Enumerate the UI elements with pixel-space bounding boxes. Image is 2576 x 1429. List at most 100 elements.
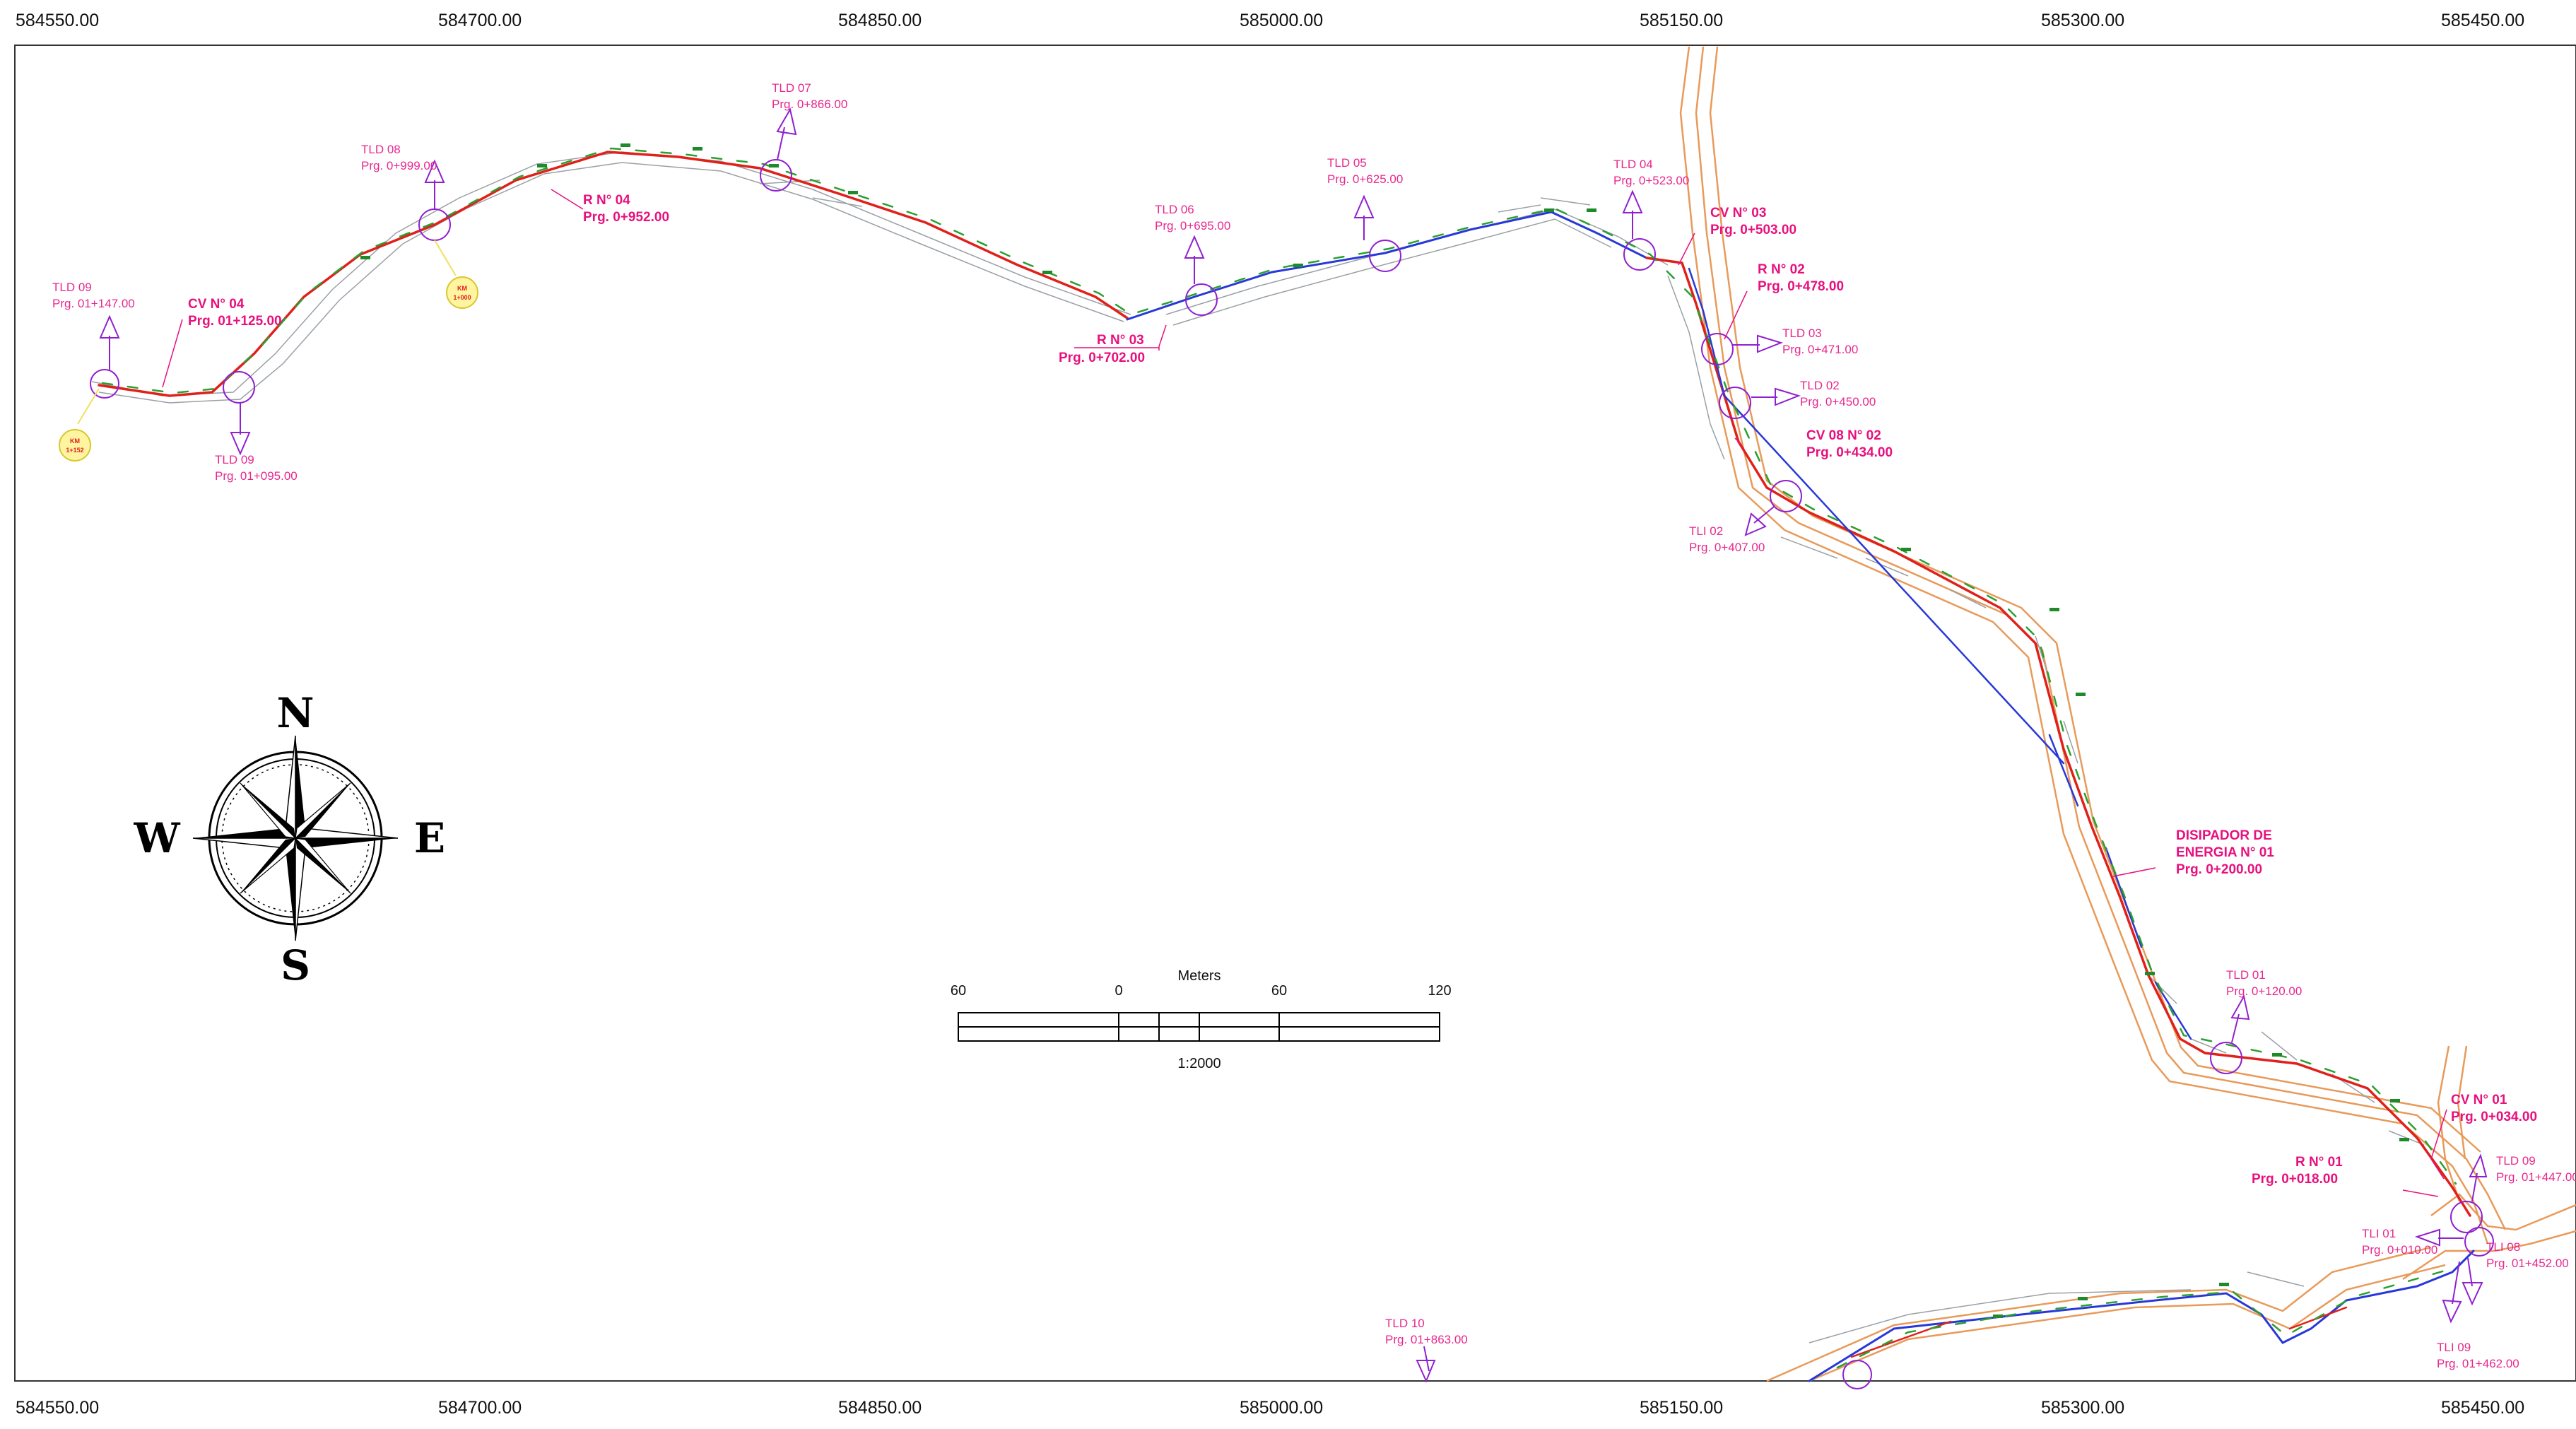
coord-bottom-2: 584700.00 <box>438 1398 522 1418</box>
label-tld04: TLD 04 Prg. 0+523.00 <box>1613 158 1689 187</box>
compass-east: E <box>414 814 445 862</box>
svg-text:Prg. 01+147.00: Prg. 01+147.00 <box>52 297 135 310</box>
annotation-labels: TLD 09 Prg. 01+147.00 CV N° 04 Prg. 01+1… <box>52 81 2576 1370</box>
svg-text:Prg. 01+095.00: Prg. 01+095.00 <box>215 469 298 483</box>
svg-text:Prg. 0+695.00: Prg. 0+695.00 <box>1155 219 1230 233</box>
svg-text:Prg. 0+450.00: Prg. 0+450.00 <box>1800 395 1876 408</box>
label-tld09b: TLD 09 Prg. 01+095.00 <box>215 453 298 483</box>
svg-text:Prg. 0+120.00: Prg. 0+120.00 <box>2226 984 2302 998</box>
svg-text:Prg. 0+478.00: Prg. 0+478.00 <box>1758 279 1844 294</box>
route-blue-east <box>1688 267 2192 1040</box>
svg-text:KM: KM <box>70 437 80 445</box>
label-cv08: CV 08 N° 02 Prg. 0+434.00 <box>1806 428 1893 460</box>
svg-text:Prg. 0+503.00: Prg. 0+503.00 <box>1710 223 1796 237</box>
circle-tld04 <box>1623 238 1656 271</box>
svg-text:Prg. 0+523.00: Prg. 0+523.00 <box>1613 174 1689 187</box>
svg-text:TLI 08: TLI 08 <box>2486 1240 2520 1254</box>
label-disipador: DISIPADOR DE ENERGIA N° 01 Prg. 0+200.00 <box>2176 828 2274 877</box>
label-tld05: TLD 05 Prg. 0+625.00 <box>1327 156 1403 186</box>
svg-text:Prg. 0+866.00: Prg. 0+866.00 <box>772 98 847 111</box>
svg-text:TLD 10: TLD 10 <box>1385 1317 1425 1330</box>
coord-top-2: 584700.00 <box>438 11 522 30</box>
coord-top-3: 584850.00 <box>838 11 922 30</box>
svg-text:Prg. 0+407.00: Prg. 0+407.00 <box>1689 541 1765 554</box>
svg-text:Prg. 0+625.00: Prg. 0+625.00 <box>1327 172 1403 186</box>
coord-bottom-7: 585450.00 <box>2441 1398 2524 1418</box>
coord-labels-bottom: 584550.00 584700.00 584850.00 585000.00 … <box>16 1398 2524 1418</box>
svg-text:CV 08 N° 02: CV 08 N° 02 <box>1806 428 1881 443</box>
circle-tld01 <box>2210 1042 2242 1074</box>
svg-text:1+000: 1+000 <box>453 294 471 301</box>
svg-text:Prg. 01+125.00: Prg. 01+125.00 <box>188 314 282 329</box>
label-tli01: TLI 01 Prg. 0+010.00 <box>2362 1227 2437 1257</box>
green-markers <box>360 143 2409 1318</box>
label-tld01: TLD 01 Prg. 0+120.00 <box>2226 968 2302 998</box>
svg-text:Prg. 0+999.00: Prg. 0+999.00 <box>361 159 437 172</box>
svg-text:TLI 01: TLI 01 <box>2362 1227 2396 1240</box>
svg-text:Prg. 0+434.00: Prg. 0+434.00 <box>1806 445 1893 460</box>
station-arrows <box>99 107 2488 1383</box>
scale-tick-2: 0 <box>1114 983 1122 999</box>
route-blue-segment <box>1126 211 1648 321</box>
terrain-lines <box>91 151 2425 1343</box>
svg-text:TLD 09: TLD 09 <box>215 453 254 466</box>
coord-top-1: 584550.00 <box>16 11 99 30</box>
coord-bottom-1: 584550.00 <box>16 1398 99 1418</box>
route-red-south <box>1850 1306 2348 1358</box>
circle-tld09b <box>223 371 255 404</box>
circle-tld02 <box>1719 387 1751 419</box>
compass-north: N <box>276 689 314 737</box>
coord-labels-top: 584550.00 584700.00 584850.00 585000.00 … <box>16 11 2524 30</box>
svg-text:R N° 04: R N° 04 <box>583 193 630 208</box>
svg-text:CV N° 03: CV N° 03 <box>1710 206 1766 220</box>
circle-south <box>1842 1360 1872 1389</box>
svg-text:R N° 02: R N° 02 <box>1758 262 1805 277</box>
scale-tick-1: 60 <box>951 983 966 999</box>
label-tld03: TLD 03 Prg. 0+471.00 <box>1782 327 1858 356</box>
scale-bar: Meters 60 0 60 120 1:2000 <box>951 968 1452 1071</box>
label-cv04: CV N° 04 Prg. 01+125.00 <box>188 297 282 329</box>
route-red-east <box>1645 257 2471 1217</box>
label-tld08: TLD 08 Prg. 0+999.00 <box>361 143 437 172</box>
coord-bottom-5: 585150.00 <box>1640 1398 1723 1418</box>
circle-tld09c <box>2450 1201 2483 1233</box>
compass-south: S <box>281 941 310 989</box>
compass-west: W <box>133 814 180 862</box>
svg-text:TLD 03: TLD 03 <box>1782 327 1822 340</box>
station-circles <box>90 159 2494 1389</box>
circle-tld06 <box>1185 283 1218 316</box>
route-green-dash <box>101 147 2457 1185</box>
label-r03: R N° 03 Prg. 0+702.00 <box>1059 333 1145 365</box>
svg-text:CV N° 01: CV N° 01 <box>2451 1093 2507 1107</box>
svg-text:Prg. 0+200.00: Prg. 0+200.00 <box>2176 862 2262 877</box>
label-tld09c: TLD 09 Prg. 01+447.00 <box>2496 1154 2576 1184</box>
svg-text:TLD 06: TLD 06 <box>1155 203 1194 216</box>
svg-text:Prg. 0+034.00: Prg. 0+034.00 <box>2451 1110 2537 1124</box>
label-r04: R N° 04 Prg. 0+952.00 <box>583 193 669 225</box>
label-r01: R N° 01 Prg. 0+018.00 <box>2252 1155 2343 1187</box>
scale-tick-4: 120 <box>1428 983 1451 999</box>
svg-text:TLD 07: TLD 07 <box>772 81 811 95</box>
label-tld07: TLD 07 Prg. 0+866.00 <box>772 81 847 111</box>
scale-ratio: 1:2000 <box>1177 1056 1221 1071</box>
circle-tld09a <box>90 369 119 399</box>
svg-text:Prg. 0+018.00: Prg. 0+018.00 <box>2252 1172 2338 1187</box>
svg-text:TLD 04: TLD 04 <box>1613 158 1653 171</box>
svg-text:Prg. 01+452.00: Prg. 01+452.00 <box>2486 1257 2569 1270</box>
circle-tli01 <box>2464 1227 2494 1257</box>
compass-needles <box>192 735 399 941</box>
svg-text:Prg. 0+010.00: Prg. 0+010.00 <box>2362 1243 2437 1257</box>
svg-text:ENERGIA N° 01: ENERGIA N° 01 <box>2176 845 2274 860</box>
road-edges <box>1679 46 2576 1382</box>
route-green-dash-south <box>1836 1267 2454 1369</box>
route-red-segment <box>98 151 1129 397</box>
svg-text:TLD 05: TLD 05 <box>1327 156 1367 170</box>
coord-top-6: 585300.00 <box>2041 11 2124 30</box>
label-tli08: TLI 08 Prg. 01+452.00 <box>2486 1240 2569 1270</box>
route-blue-south <box>1808 1249 2475 1382</box>
compass-rose: N S E W <box>133 689 445 989</box>
svg-text:TLD 02: TLD 02 <box>1800 379 1840 392</box>
km-marker-b: KM 1+000 <box>434 240 478 309</box>
map-frame <box>14 45 2576 1382</box>
svg-text:TLI 02: TLI 02 <box>1689 524 1723 538</box>
